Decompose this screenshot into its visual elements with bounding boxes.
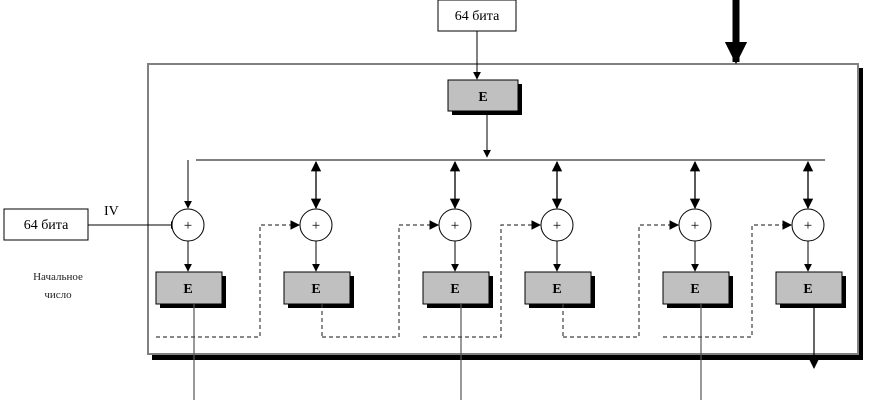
feedback-dashed-path — [423, 220, 541, 338]
feedback-dashed-path — [663, 220, 792, 338]
top-encrypt-box: E — [447, 79, 522, 115]
initial-number-label-2: число — [44, 289, 72, 301]
encrypt-label: E — [552, 282, 561, 297]
feedback-dashed-path — [156, 220, 300, 338]
top-encrypt-label: E — [478, 90, 487, 105]
xor-symbol: + — [451, 218, 459, 234]
encrypt-label: E — [690, 282, 699, 297]
xor-symbol: + — [691, 218, 699, 234]
xor-symbol: + — [312, 218, 320, 234]
iv-block: 64 бита — [3, 208, 89, 241]
encrypt-label: E — [450, 282, 459, 297]
iv-block-label: 64 бита — [24, 218, 69, 233]
input-block: 64 бита — [437, 0, 517, 32]
encrypt-label: E — [183, 282, 192, 297]
encrypt-box — [422, 271, 490, 305]
feedback-dashed-path — [322, 220, 439, 338]
xor-symbol: + — [553, 218, 561, 234]
stages: + E + E + E + E + E + E — [155, 160, 846, 400]
input-block-label: 64 бита — [455, 9, 500, 24]
encrypt-box — [283, 271, 351, 305]
initial-number-label-1: Начальное — [33, 271, 83, 283]
iv-label: IV — [104, 204, 119, 219]
xor-symbol: + — [804, 218, 812, 234]
encrypt-label: E — [803, 282, 812, 297]
encrypt-box — [524, 271, 592, 305]
encrypt-box — [155, 271, 223, 305]
encrypt-box — [775, 271, 843, 305]
encrypt-label: E — [311, 282, 320, 297]
encrypt-box — [662, 271, 730, 305]
feedback-dashed-path — [563, 220, 679, 338]
xor-symbol: + — [184, 218, 192, 234]
